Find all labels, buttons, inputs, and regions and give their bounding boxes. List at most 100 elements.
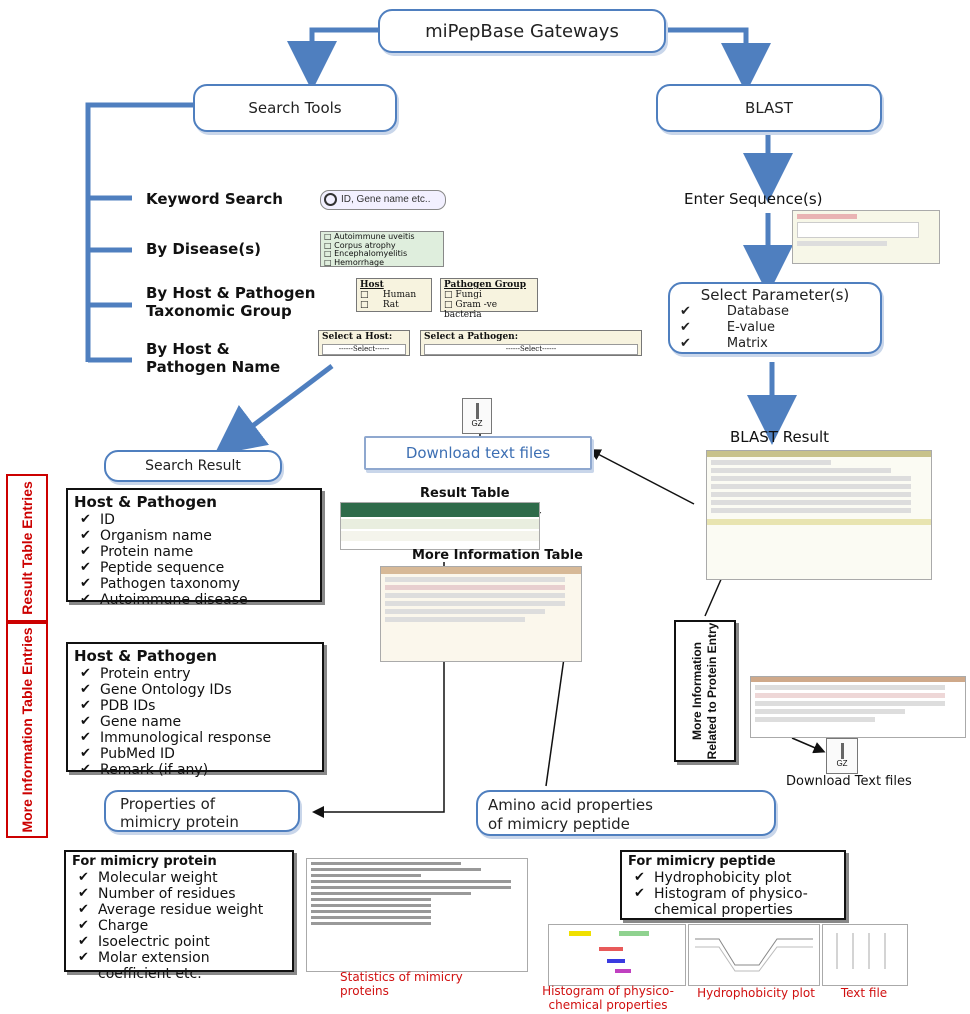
search-tools-label: Search Tools bbox=[248, 99, 342, 117]
select-host-box: Select a Host: ------Select------ bbox=[318, 330, 410, 356]
peptide-prop-item: Histogram of physico-chemical properties bbox=[628, 886, 834, 918]
blast-label: BLAST bbox=[745, 99, 793, 117]
host-group-title: Host bbox=[360, 280, 384, 290]
peptide-prop-item: Hydrophobicity plot bbox=[628, 870, 838, 886]
pathogen-group-title: Pathogen Group bbox=[444, 280, 527, 290]
aa-properties-box: Amino acid properties of mimicry peptide bbox=[476, 790, 776, 836]
protein-prop-item: Average residue weight bbox=[72, 902, 286, 918]
parameter-item: ✔Matrix bbox=[680, 336, 768, 351]
magnifier-icon bbox=[324, 193, 337, 206]
more-info-table-title: More Information Table bbox=[412, 548, 583, 563]
more-info-table-entries-tag: More Information Table Entries bbox=[6, 622, 48, 838]
more-info-entry-item: Remark (if any) bbox=[74, 762, 316, 778]
aa-properties-line2: of mimicry peptide bbox=[488, 815, 630, 833]
protein-prop-item: Isoelectric point bbox=[72, 934, 286, 950]
select-host-dropdown[interactable]: ------Select------ bbox=[322, 344, 406, 355]
download-text-files-2[interactable]: Download Text files bbox=[786, 774, 912, 789]
result-entries-box: Host & Pathogen ID Organism name Protein… bbox=[66, 488, 322, 608]
more-info-entries-header: Host & Pathogen bbox=[74, 647, 217, 665]
result-entry-item: Autoimmune disease bbox=[74, 592, 314, 608]
histogram-thumbnail bbox=[548, 924, 686, 986]
blast-form-thumbnail bbox=[792, 210, 940, 264]
host-option[interactable]: □ Human bbox=[360, 290, 417, 300]
gateway-title: miPepBase Gateways bbox=[425, 20, 619, 42]
disease-item[interactable]: □ Corpus atrophy bbox=[324, 240, 396, 250]
download-text-files-label: Download text files bbox=[405, 444, 551, 462]
more-info-entry-item: Gene Ontology IDs bbox=[74, 682, 316, 698]
protein-props-header: For mimicry protein bbox=[72, 854, 217, 869]
download-text-files-button[interactable]: Download text files bbox=[364, 436, 592, 470]
blast-result-label: BLAST Result bbox=[730, 428, 830, 446]
blast-result-thumbnail bbox=[706, 450, 932, 580]
disease-item[interactable]: □ Autoimmune uveitis bbox=[324, 232, 415, 241]
search-result-box: Search Result bbox=[104, 450, 282, 482]
protein-entry-text: More Information Related to Protein Entr… bbox=[690, 622, 719, 760]
result-entry-item: Pathogen taxonomy bbox=[74, 576, 314, 592]
result-entry-item: Peptide sequence bbox=[74, 560, 314, 576]
more-info-table-thumbnail bbox=[380, 566, 582, 662]
select-parameters-title: Select Parameter(s) bbox=[700, 286, 850, 304]
enter-sequence-label: Enter Sequence(s) bbox=[684, 190, 823, 208]
peptide-props-header: For mimicry peptide bbox=[628, 854, 776, 869]
more-info-entry-item: PubMed ID bbox=[74, 746, 316, 762]
histogram-caption: Histogram of physico-chemical properties bbox=[542, 984, 674, 1012]
by-name-label-line1: By Host & bbox=[146, 340, 230, 358]
by-disease-label: By Disease(s) bbox=[146, 240, 261, 258]
protein-props-box: For mimicry protein Molecular weight Num… bbox=[64, 850, 294, 982]
pathogen-option[interactable]: □ Gram -ve bacteria bbox=[444, 300, 498, 320]
disease-list[interactable]: □ Autoimmune uveitis □ Corpus atrophy □ … bbox=[320, 231, 444, 267]
protein-prop-item: Molecular weight bbox=[72, 870, 286, 886]
protein-prop-item: Charge bbox=[72, 918, 286, 934]
result-entry-item: ID bbox=[74, 512, 314, 528]
protein-entry-tag: More Information Related to Protein Entr… bbox=[674, 620, 736, 762]
disease-item[interactable]: □ Hemorrhage bbox=[324, 257, 385, 267]
more-info-table-entries-text: More Information Table Entries bbox=[19, 627, 35, 833]
host-group-box: Host □ Human □ Rat bbox=[356, 278, 432, 312]
pathogen-option[interactable]: □ Fungi bbox=[444, 290, 482, 300]
select-parameters-box: Select Parameter(s) ✔Database ✔E-value ✔… bbox=[668, 282, 882, 354]
by-taxonomic-label-line2: Taxonomic Group bbox=[146, 302, 292, 320]
select-host-label: Select a Host: bbox=[322, 332, 393, 342]
properties-protein-box: Properties of mimicry protein bbox=[104, 790, 300, 832]
pathogen-group-box: Pathogen Group □ Fungi □ Gram -ve bacter… bbox=[440, 278, 538, 320]
select-pathogen-label: Select a Pathogen: bbox=[424, 332, 519, 342]
protein-prop-item: Molar extension coefficient etc. bbox=[72, 950, 278, 982]
gz-file-icon-2: GZ bbox=[826, 738, 858, 774]
select-pathogen-dropdown[interactable]: ------Select------ bbox=[424, 344, 638, 355]
textfile-thumbnail bbox=[822, 924, 908, 986]
aa-properties-line1: Amino acid properties bbox=[488, 796, 653, 814]
gz-file-icon: GZ bbox=[462, 398, 492, 434]
search-result-label: Search Result bbox=[145, 458, 241, 474]
hydro-caption: Hydrophobicity plot bbox=[697, 986, 815, 1000]
keyword-search-label: Keyword Search bbox=[146, 190, 283, 208]
protein-stats-thumbnail bbox=[306, 858, 528, 972]
keyword-search-input[interactable]: ID, Gene name etc.. bbox=[320, 190, 446, 210]
host-option[interactable]: □ Rat bbox=[360, 300, 399, 310]
by-name-label-line2: Pathogen Name bbox=[146, 358, 281, 376]
result-table-entries-text: Result Table Entries bbox=[19, 481, 35, 615]
textfile-caption: Text file bbox=[840, 986, 888, 1000]
result-entry-item: Protein name bbox=[74, 544, 314, 560]
hydrophobicity-curve bbox=[695, 938, 813, 972]
more-info-entries-box: Host & Pathogen Protein entry Gene Ontol… bbox=[66, 642, 324, 778]
result-table-thumbnail bbox=[340, 502, 540, 550]
textfile-plot bbox=[836, 933, 886, 969]
peptide-props-box: For mimicry peptide Hydrophobicity plot … bbox=[620, 850, 846, 920]
by-taxonomic-label-line1: By Host & Pathogen bbox=[146, 284, 316, 302]
more-info-entry-item: PDB IDs bbox=[74, 698, 316, 714]
gateway-title-box: miPepBase Gateways bbox=[378, 9, 666, 53]
search-tools-box: Search Tools bbox=[193, 84, 397, 132]
more-info-entry-item: Protein entry bbox=[74, 666, 316, 682]
result-table-title: Result Table bbox=[420, 486, 510, 501]
hydrophobicity-thumbnail bbox=[688, 924, 820, 986]
result-entry-item: Organism name bbox=[74, 528, 314, 544]
blast-box: BLAST bbox=[656, 84, 882, 132]
result-entries-header: Host & Pathogen bbox=[74, 493, 217, 511]
properties-protein-line2: mimicry protein bbox=[120, 813, 239, 831]
select-pathogen-box: Select a Pathogen: ------Select------ bbox=[420, 330, 642, 356]
stats-caption: Statistics of mimicry proteins bbox=[340, 970, 463, 998]
disease-item[interactable]: □ Encephalomyelitis bbox=[324, 249, 408, 259]
protein-prop-item: Number of residues bbox=[72, 886, 286, 902]
more-info-entry-item: Gene name bbox=[74, 714, 316, 730]
result-table-entries-tag: Result Table Entries bbox=[6, 474, 48, 622]
